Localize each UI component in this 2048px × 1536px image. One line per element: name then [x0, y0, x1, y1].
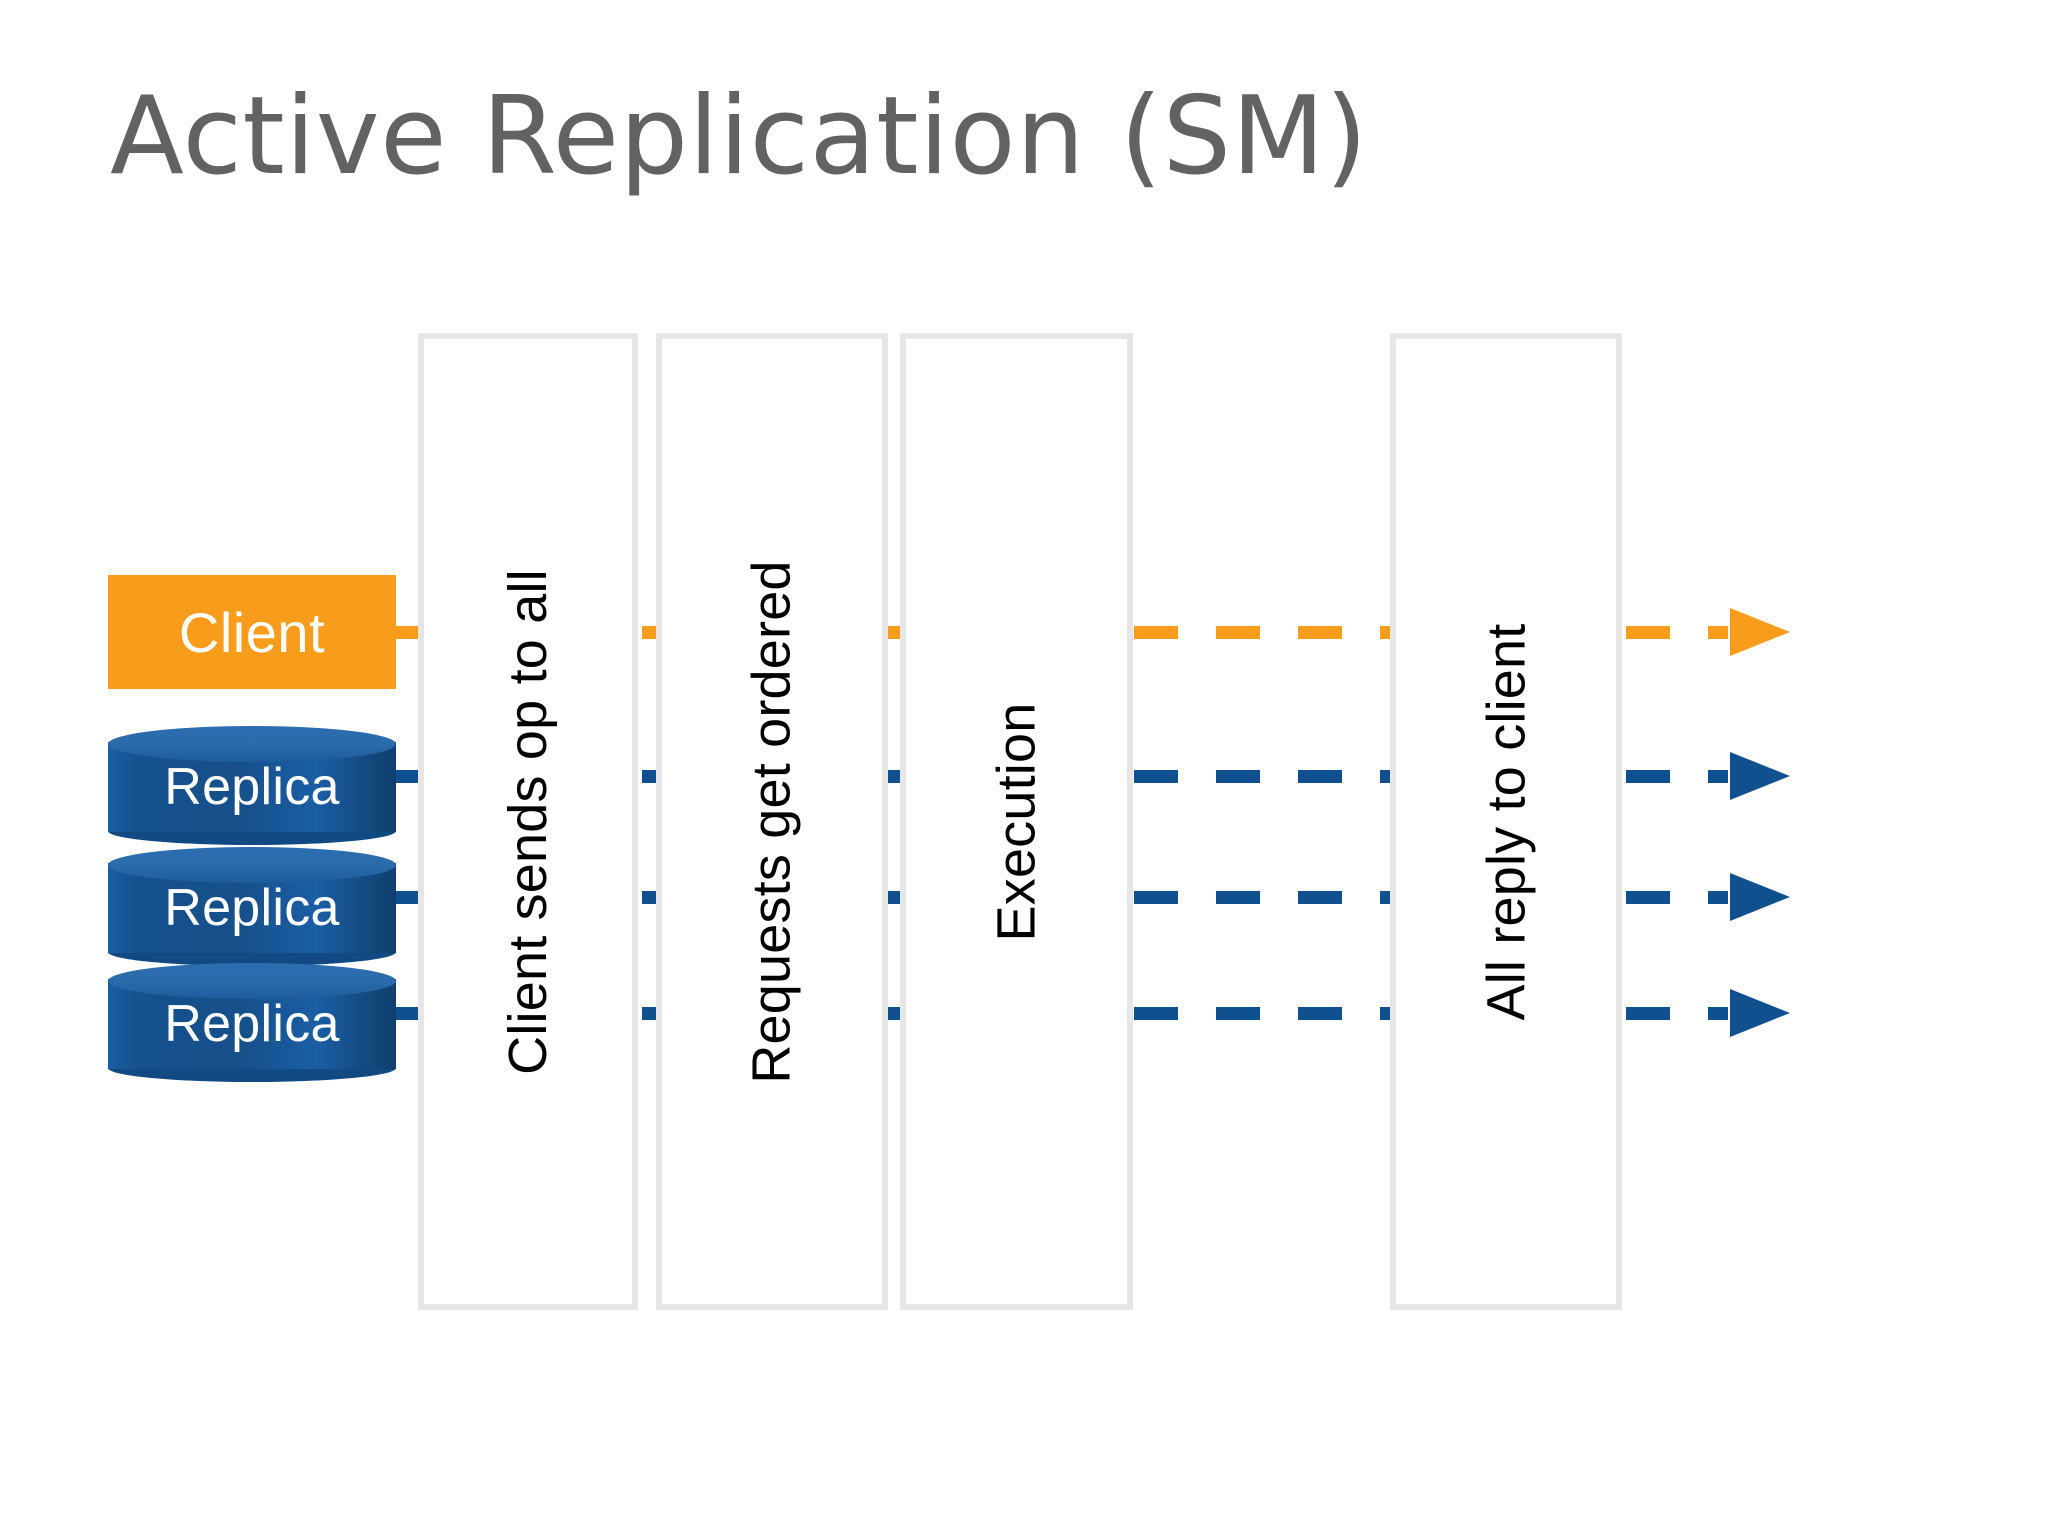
stage-panel-order[interactable]: Requests get ordered: [656, 333, 888, 1310]
client-timeline-arrow-icon: [1730, 608, 1790, 656]
stage-label-send: Client sends op to all: [498, 568, 559, 1075]
stage-label-order: Requests get ordered: [742, 559, 803, 1084]
stage-label-execute: Execution: [986, 702, 1047, 941]
cylinder-top-icon: [108, 963, 396, 999]
cylinder-top-icon: [108, 847, 396, 883]
actor-client-label: Client: [178, 600, 326, 664]
actor-replica-2-label: Replica: [164, 879, 340, 937]
stage-panel-send[interactable]: Client sends op to all: [418, 333, 638, 1310]
replica1-timeline-arrow-icon: [1730, 752, 1790, 800]
stage-label-reply: All reply to client: [1476, 623, 1536, 1020]
actor-replica-3[interactable]: Replica: [108, 957, 396, 1082]
replica3-timeline-arrow-icon: [1730, 989, 1790, 1037]
cylinder-top-icon: [108, 726, 396, 762]
actor-replica-1-label: Replica: [164, 758, 340, 816]
actor-replica-3-label: Replica: [164, 995, 340, 1053]
actor-replica-1[interactable]: Replica: [108, 720, 396, 845]
stage-panel-execute[interactable]: Execution: [900, 333, 1133, 1310]
actor-replica-2[interactable]: Replica: [108, 841, 396, 966]
replica2-timeline-arrow-icon: [1730, 873, 1790, 921]
page-title: Active Replication (SM): [110, 74, 1368, 199]
actor-client[interactable]: Client: [108, 575, 396, 689]
stage-panel-reply[interactable]: All reply to client: [1390, 333, 1622, 1310]
